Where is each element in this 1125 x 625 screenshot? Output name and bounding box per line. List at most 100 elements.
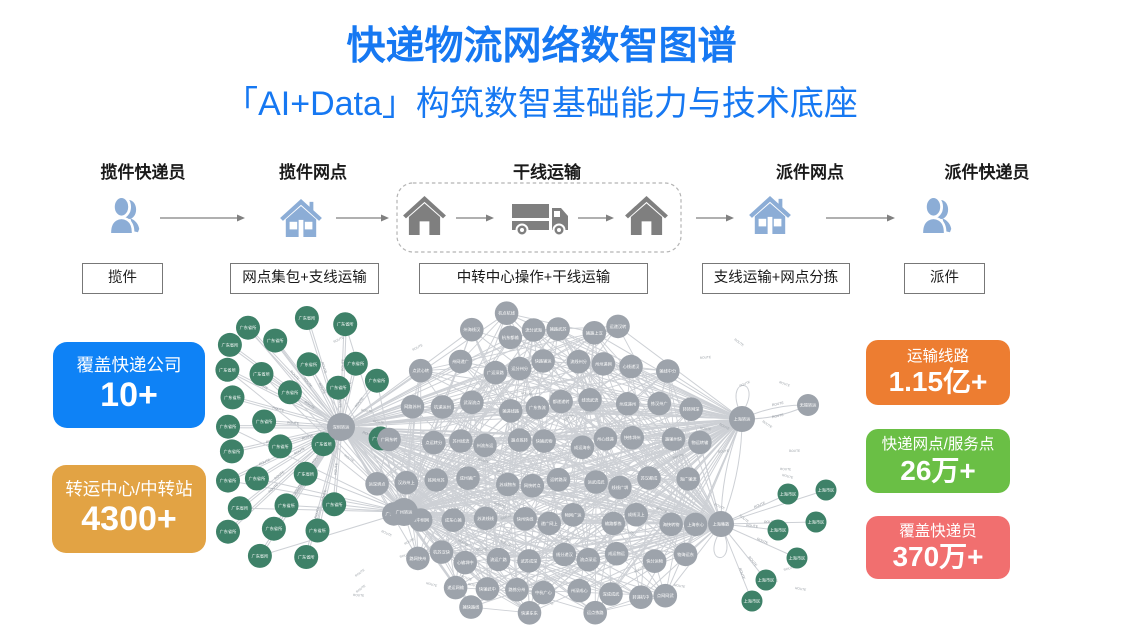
- svg-text:广运深路: 广运深路: [487, 369, 505, 376]
- svg-text:广东省所: 广东省所: [326, 501, 343, 508]
- svg-text:输路都拣: 输路都拣: [605, 520, 623, 527]
- svg-text:ROUTE: ROUTE: [772, 401, 785, 408]
- svg-text:ROUTE: ROUTE: [256, 382, 269, 391]
- svg-text:ROUTE: ROUTE: [623, 527, 635, 535]
- svg-text:成州输广: 成州输广: [460, 475, 477, 482]
- svg-text:海广输流: 海广输流: [680, 475, 698, 482]
- svg-text:快输武物: 快输武物: [536, 438, 553, 445]
- svg-text:ROUTE: ROUTE: [783, 565, 795, 572]
- svg-text:广东省所: 广东省所: [300, 361, 317, 368]
- svg-text:ROUTE: ROUTE: [354, 568, 365, 578]
- svg-text:广东省所: 广东省所: [266, 525, 283, 532]
- svg-text:ROUTE: ROUTE: [772, 413, 785, 420]
- svg-text:ROUTE: ROUTE: [718, 449, 730, 454]
- svg-text:广东省所: 广东省所: [256, 418, 273, 425]
- svg-text:流分武海: 流分武海: [525, 327, 543, 334]
- svg-text:运深圳点: 运深圳点: [369, 480, 386, 487]
- svg-text:输路武苏: 输路武苏: [550, 326, 567, 333]
- svg-text:物海运东: 物海运东: [677, 551, 694, 558]
- svg-text:苏汉都成: 苏汉都成: [641, 475, 658, 482]
- svg-text:ROUTE: ROUTE: [521, 391, 533, 397]
- svg-text:运点拣路: 运点拣路: [587, 609, 605, 616]
- svg-text:ROUTE: ROUTE: [756, 537, 769, 546]
- svg-text:ROUTE: ROUTE: [333, 462, 338, 475]
- svg-text:路输州快: 路输州快: [665, 436, 683, 443]
- svg-text:路拣分州: 路拣分州: [509, 586, 526, 593]
- svg-text:广东省所: 广东省所: [299, 315, 316, 322]
- svg-text:上海市区: 上海市区: [818, 487, 835, 494]
- svg-text:ROUTE: ROUTE: [399, 552, 411, 559]
- svg-text:ROUTE: ROUTE: [321, 489, 328, 502]
- svg-text:点网网武: 点网网武: [657, 592, 675, 599]
- svg-text:ROUTE: ROUTE: [747, 555, 758, 567]
- svg-text:ROUTE: ROUTE: [761, 420, 772, 430]
- svg-text:快拣圳州: 快拣圳州: [624, 434, 641, 441]
- svg-text:网快转点: 网快转点: [524, 482, 541, 489]
- svg-text:网路苏州: 网路苏州: [404, 403, 421, 410]
- svg-text:ROUTE: ROUTE: [795, 586, 807, 592]
- svg-text:广网东转: 广网东转: [381, 436, 398, 443]
- svg-text:都递递转: 都递递转: [553, 398, 570, 405]
- svg-text:ROUTE: ROUTE: [585, 408, 597, 415]
- svg-text:ROUTE: ROUTE: [789, 449, 800, 453]
- svg-text:递运网输: 递运网输: [447, 584, 465, 591]
- svg-text:ROUTE: ROUTE: [258, 457, 271, 466]
- svg-text:广东省所: 广东省所: [220, 477, 237, 484]
- svg-text:广州转运: 广州转运: [396, 509, 414, 516]
- svg-text:ROUTE: ROUTE: [558, 535, 570, 542]
- svg-text:ROUTE: ROUTE: [674, 583, 686, 589]
- svg-text:广东省所: 广东省所: [249, 475, 266, 482]
- svg-text:成运物运: 成运物运: [608, 550, 626, 557]
- svg-text:ROUTE: ROUTE: [738, 567, 746, 580]
- svg-text:ROUTE: ROUTE: [273, 469, 285, 480]
- svg-text:广东省所: 广东省所: [240, 324, 257, 331]
- svg-text:ROUTE: ROUTE: [700, 355, 711, 360]
- svg-text:成线汉上: 成线汉上: [628, 511, 645, 518]
- svg-text:中杭广心: 中杭广心: [535, 589, 553, 596]
- svg-text:海快转物: 海快转物: [663, 521, 680, 528]
- svg-text:ROUTE: ROUTE: [739, 380, 751, 388]
- svg-text:输递线路: 输递线路: [502, 407, 520, 414]
- svg-text:ROUTE: ROUTE: [355, 584, 366, 594]
- svg-text:ROUTE: ROUTE: [333, 335, 345, 343]
- svg-text:ROUTE: ROUTE: [478, 457, 490, 464]
- svg-text:ROUTE: ROUTE: [287, 421, 300, 426]
- svg-text:ROUTE: ROUTE: [746, 523, 759, 528]
- svg-text:快路输运: 快路输运: [535, 358, 553, 365]
- svg-text:线线广圳: 线线广圳: [612, 484, 629, 491]
- svg-text:ROUTE: ROUTE: [353, 593, 364, 598]
- svg-text:广东省所: 广东省所: [231, 505, 248, 512]
- svg-text:转递杭中: 转递杭中: [633, 594, 650, 601]
- svg-text:ROUTE: ROUTE: [426, 581, 438, 588]
- svg-text:州州递网: 州州递网: [595, 360, 612, 367]
- svg-text:ROUTE: ROUTE: [672, 453, 684, 460]
- svg-text:成东心输: 成东心输: [445, 517, 463, 524]
- svg-text:广东省所: 广东省所: [315, 441, 332, 448]
- svg-text:ROUTE: ROUTE: [714, 502, 726, 510]
- svg-text:ROUTE: ROUTE: [301, 433, 314, 441]
- svg-text:ROUTE: ROUTE: [719, 422, 731, 431]
- svg-text:ROUTE: ROUTE: [303, 376, 314, 388]
- svg-text:输路上汉: 输路上汉: [586, 329, 604, 336]
- svg-text:广东省所: 广东省所: [224, 448, 241, 455]
- svg-text:州成递州: 州成递州: [619, 400, 636, 407]
- svg-text:杭东都输: 杭东都输: [502, 334, 520, 341]
- svg-text:广东省所: 广东省所: [253, 371, 270, 378]
- svg-text:武深流点: 武深流点: [464, 399, 481, 406]
- svg-text:ROUTE: ROUTE: [268, 482, 280, 494]
- svg-text:无锡转运: 无锡转运: [800, 402, 818, 409]
- svg-text:汉苏州上: 汉苏州上: [398, 479, 415, 486]
- svg-text:ROUTE: ROUTE: [458, 538, 470, 547]
- svg-text:广东省所: 广东省所: [278, 502, 295, 509]
- svg-text:州深成心: 州深成心: [571, 587, 589, 594]
- svg-text:ROUTE: ROUTE: [412, 343, 424, 352]
- svg-text:杭递运州: 杭递运州: [434, 403, 451, 410]
- svg-text:广东省所: 广东省所: [337, 321, 354, 328]
- svg-text:运武成武: 运武成武: [588, 479, 606, 486]
- svg-text:上海集散: 上海集散: [713, 521, 731, 528]
- svg-text:路网快州: 路网快州: [410, 555, 427, 562]
- svg-text:转转网深: 转转网深: [683, 406, 700, 413]
- svg-text:流线州分: 流线州分: [570, 358, 588, 365]
- svg-text:快州快线: 快州快线: [517, 515, 535, 522]
- svg-text:快递东东: 快递东东: [521, 609, 538, 616]
